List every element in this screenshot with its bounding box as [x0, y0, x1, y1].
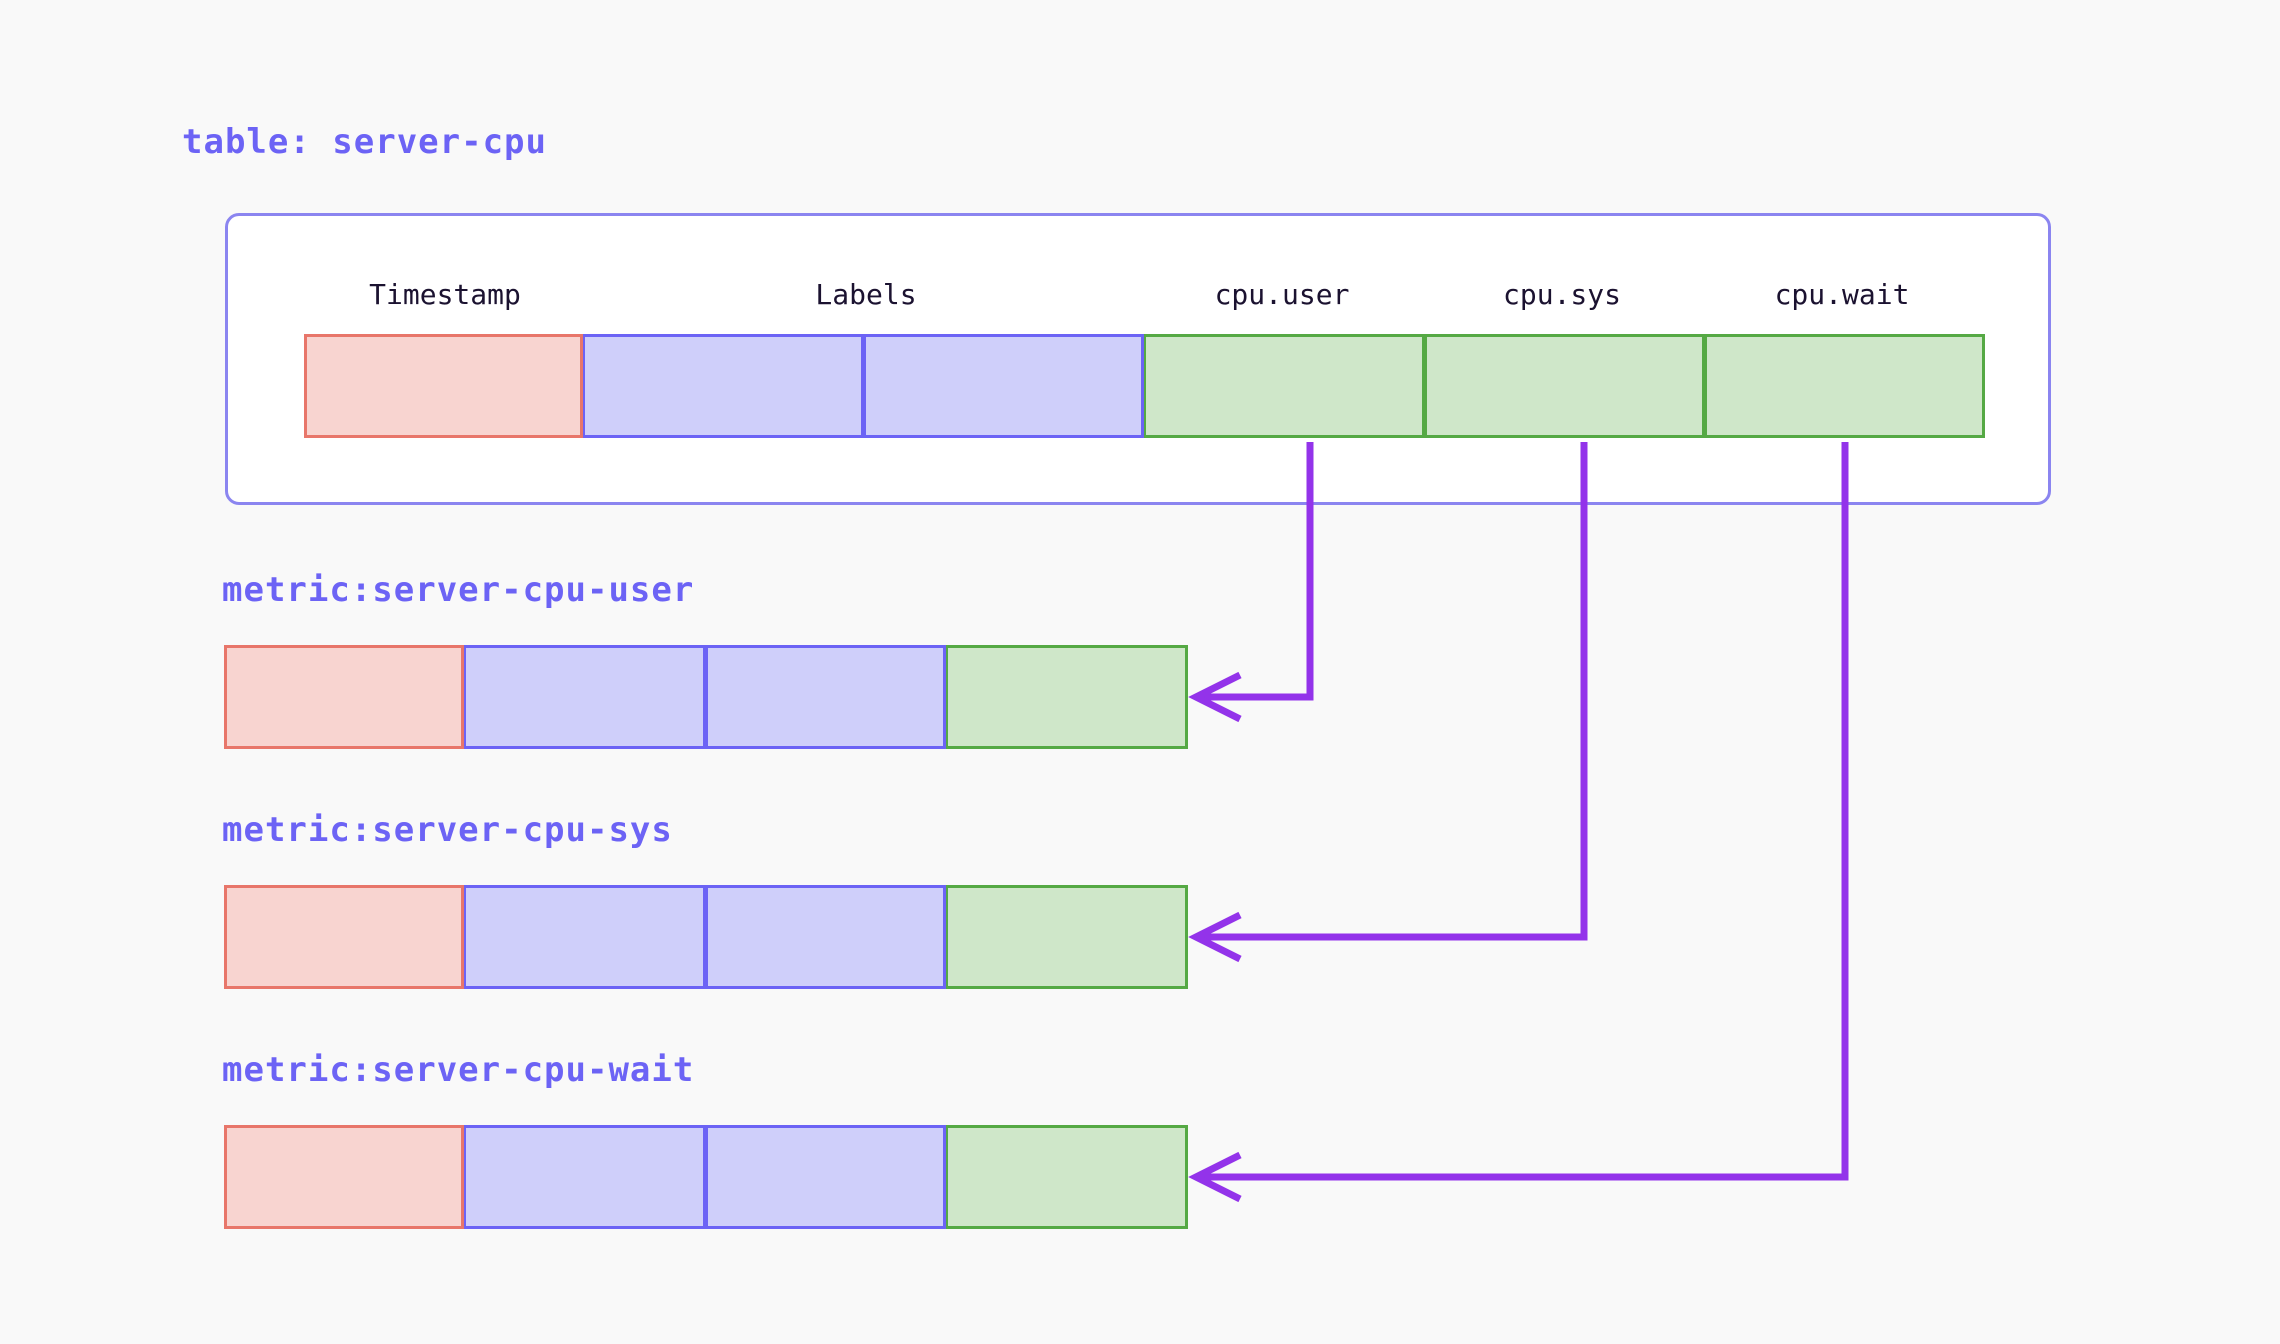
table-cell-cpu-user: [1144, 334, 1425, 438]
column-header-cpu-user: cpu.user: [1214, 278, 1350, 311]
metric-cell-value: [946, 1125, 1188, 1229]
metric-row-server-cpu-user: [224, 645, 1188, 749]
metric-row-server-cpu-sys: [224, 885, 1188, 989]
metric-title-server-cpu-wait: metric:server-cpu-wait: [222, 1050, 695, 1090]
table-cell-label-1: [583, 334, 864, 438]
metric-cell-value: [946, 645, 1188, 749]
column-header-cpu-wait: cpu.wait: [1774, 278, 1910, 311]
arrow-cpu-wait: [1188, 442, 1849, 1203]
metric-title-server-cpu-user: metric:server-cpu-user: [222, 570, 695, 610]
metric-cell-label-1: [464, 645, 706, 749]
column-header-timestamp: Timestamp: [369, 278, 521, 311]
metric-cell-value: [946, 885, 1188, 989]
column-header-cpu-sys: cpu.sys: [1502, 278, 1622, 311]
table-cell-cpu-sys: [1425, 334, 1705, 438]
metric-cell-timestamp: [224, 1125, 464, 1229]
table-cell-label-2: [864, 334, 1144, 438]
column-header-labels: Labels: [815, 278, 917, 311]
table-column-headers: Timestamp Labels cpu.user cpu.sys cpu.wa…: [225, 278, 2051, 318]
table-cell-cpu-wait: [1705, 334, 1985, 438]
metric-cell-label-2: [706, 1125, 946, 1229]
table-cell-timestamp: [304, 334, 583, 438]
metric-cell-label-1: [464, 1125, 706, 1229]
metric-row-server-cpu-wait: [224, 1125, 1188, 1229]
metric-cell-label-1: [464, 885, 706, 989]
metric-title-server-cpu-sys: metric:server-cpu-sys: [222, 810, 673, 850]
metric-cell-timestamp: [224, 885, 464, 989]
table-data-row: [304, 334, 1985, 438]
metric-cell-label-2: [706, 645, 946, 749]
metric-cell-label-2: [706, 885, 946, 989]
arrow-cpu-sys: [1188, 442, 1588, 963]
metric-cell-timestamp: [224, 645, 464, 749]
table-title: table: server-cpu: [182, 122, 547, 162]
